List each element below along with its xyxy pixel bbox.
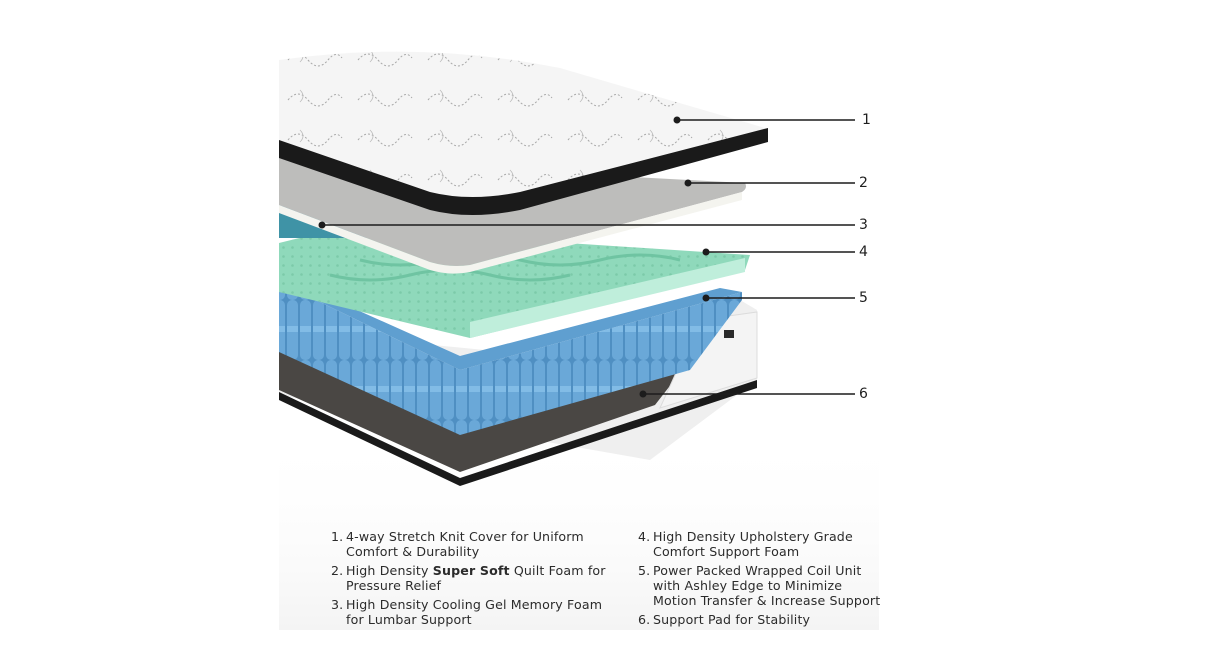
legend-item-4: 4. High Density Upholstery Grade Comfort… — [638, 529, 888, 559]
legend-emphasis: Super Soft — [432, 563, 510, 578]
legend-number: 1. — [331, 529, 344, 544]
legend-item-3: 3. High Density Cooling Gel Memory Foam … — [331, 597, 621, 627]
legend-number: 5. — [638, 563, 651, 578]
callout-number-4: 4 — [859, 244, 868, 260]
legend-item-6: 6. Support Pad for Stability — [638, 612, 888, 627]
legend-item-5: 5. Power Packed Wrapped Coil Unit with A… — [638, 563, 888, 608]
legend-text: High Density Super Soft Quilt Foam for P… — [346, 563, 606, 593]
callout-number-5: 5 — [859, 290, 868, 306]
legend-text: High Density Upholstery Grade Comfort Su… — [653, 529, 853, 559]
legend-item-2: 2. High Density Super Soft Quilt Foam fo… — [331, 563, 621, 593]
legend-text: 4-way Stretch Knit Cover for Uniform Com… — [346, 529, 584, 559]
legend-text: Power Packed Wrapped Coil Unit with Ashl… — [653, 563, 881, 608]
legend-right-column: 4. High Density Upholstery Grade Comfort… — [638, 529, 888, 631]
legend-number: 6. — [638, 612, 651, 627]
legend-number: 2. — [331, 563, 344, 578]
legend-text: High Density Cooling Gel Memory Foam for… — [346, 597, 603, 627]
callout-number-6: 6 — [859, 386, 868, 402]
callout-number-2: 2 — [859, 175, 868, 191]
callout-number-1: 1 — [862, 112, 871, 128]
callout-lines — [318, 116, 855, 398]
legend-text: Support Pad for Stability — [653, 612, 811, 627]
legend-left-column: 1. 4-way Stretch Knit Cover for Uniform … — [331, 529, 621, 631]
support-pad — [279, 345, 690, 472]
legend-number: 3. — [331, 597, 344, 612]
legend-item-1: 1. 4-way Stretch Knit Cover for Uniform … — [331, 529, 621, 559]
callout-number-3: 3 — [859, 217, 868, 233]
legend-number: 4. — [638, 529, 651, 544]
wrapped-coil-unit — [279, 282, 742, 435]
